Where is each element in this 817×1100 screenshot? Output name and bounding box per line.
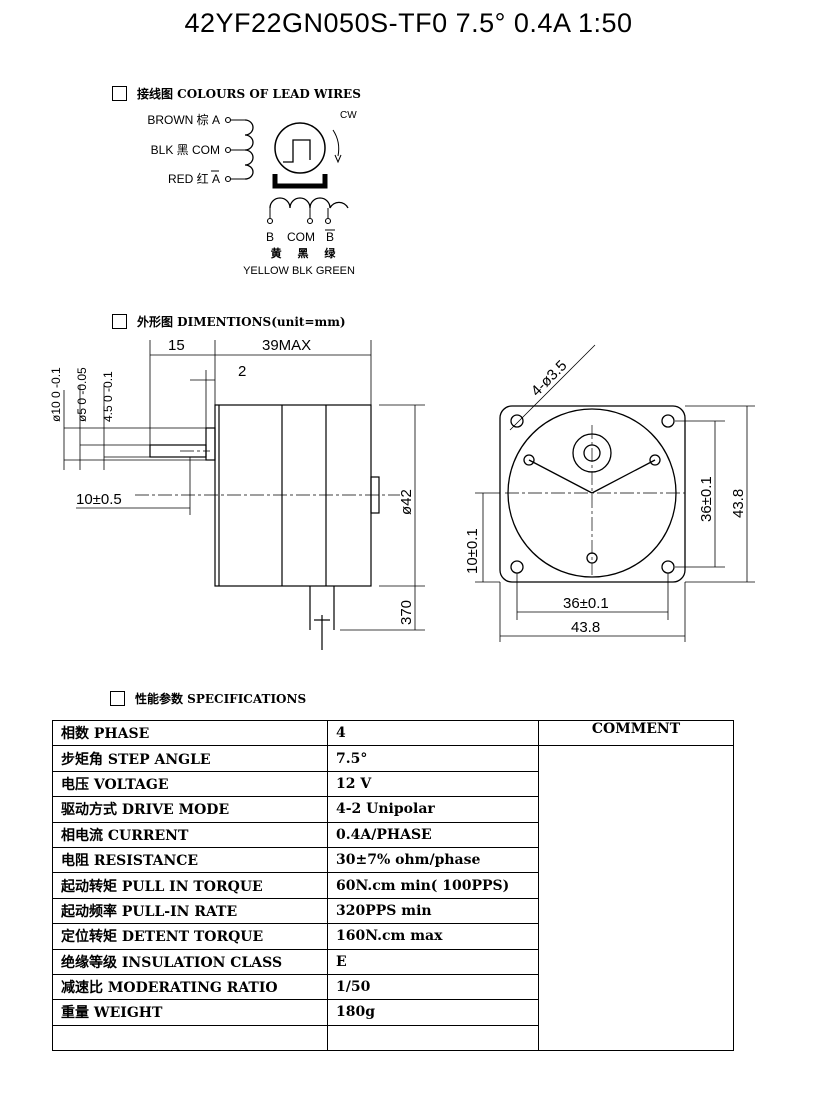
table-row: 起动频率 PULL-IN RATE 320PPS min [52, 897, 734, 925]
comment-cell [538, 745, 734, 1052]
spec-name: 重量 WEIGHT [52, 999, 328, 1026]
spec-value: E [327, 948, 539, 975]
spec-value: 30±7% ohm/phase [327, 846, 539, 874]
dim-phi42: ø42 [398, 489, 415, 515]
spec-value: 160N.cm max [327, 923, 539, 950]
dim-370: 370 [398, 600, 415, 625]
spec-value: 4 [327, 719, 539, 747]
table-row: 定位转矩 DETENT TORQUE 160N.cm max [52, 923, 734, 950]
front-view-drawing: 4-ø3.5 36±0.1 43.8 10±0.1 36±0.1 43.8 [464, 344, 755, 642]
table-row: 电压 VOLTAGE 12 V [52, 770, 734, 798]
table-row: 驱动方式 DRIVE MODE 4-2 Unipolar [52, 796, 734, 823]
checkbox-icon [110, 691, 125, 706]
dim-holes: 4-ø3.5 [528, 357, 571, 400]
dim-43-8-vertical: 43.8 [730, 489, 747, 518]
page-title: 42YF22GN050S-TF0 7.5° 0.4A 1:50 [184, 8, 633, 38]
dim-43-8-horizontal: 43.8 [571, 619, 600, 636]
section-specs-heading: 性能参数 SPECIFICATIONS [110, 690, 306, 707]
spec-value [327, 1024, 539, 1052]
table-row: 减速比 MODERATING RATIO 1/50 [52, 973, 734, 1001]
spec-value: 60N.cm min( 100PPS) [327, 872, 539, 899]
specifications-table: 相数 PHASE 4 COMMENT 步矩角 STEP ANGLE 7.5° 电… [52, 719, 734, 1052]
dim-phi10: ø10 0 -0.1 [49, 367, 63, 422]
table-row: 相电流 CURRENT 0.4A/PHASE [52, 821, 734, 848]
wiring-diagram: BROWN 棕 A BLK 黑 COM RED 红 A CW B COM B 黄… [147, 110, 357, 277]
spec-name: 相电流 CURRENT [52, 821, 328, 848]
dim-10-05: 10±0.5 [76, 491, 122, 508]
checkbox-icon [112, 86, 127, 101]
spec-name: 电压 VOLTAGE [52, 770, 328, 798]
wire-colors-en: YELLOW BLK GREEN [243, 265, 355, 277]
spec-name: 步矩角 STEP ANGLE [52, 745, 328, 772]
dim-36-horizontal: 36±0.1 [563, 595, 609, 612]
dim-4-5: 4.5 0 -0.1 [101, 371, 115, 422]
dim-phi5: ø5 0 -0.05 [75, 367, 89, 422]
wire-b-label: B [266, 230, 274, 244]
spec-value: 7.5° [327, 745, 539, 772]
wire-red-label: RED 红 A [168, 171, 220, 186]
spec-value: 320PPS min [327, 897, 539, 925]
dim-10-01: 10±0.1 [464, 528, 481, 574]
spec-name: 绝缘等级 INSULATION CLASS [52, 948, 328, 975]
section-wires-heading: 接线图 COLOURS OF LEAD WIRES [112, 85, 361, 102]
wire-blk-label: BLK 黑 COM [151, 143, 220, 157]
spec-value: 1/50 [327, 973, 539, 1001]
dim-36-vertical: 36±0.1 [698, 476, 715, 522]
spec-value: 180g [327, 999, 539, 1026]
table-row [52, 1024, 734, 1052]
table-row: 电阻 RESISTANCE 30±7% ohm/phase [52, 846, 734, 874]
cw-label: CW [340, 110, 357, 121]
rotor-symbol [274, 122, 326, 174]
spec-name [52, 1024, 328, 1052]
spec-name: 相数 PHASE [52, 719, 328, 747]
side-view-drawing: 15 39MAX 2 10±0.5 ø42 370 ø10 0 -0.1 ø5 … [49, 337, 425, 650]
spec-name: 起动转矩 PULL IN TORQUE [52, 872, 328, 899]
spec-value: 4-2 Unipolar [327, 796, 539, 823]
comment-header: COMMENT [538, 719, 734, 747]
table-row: 步矩角 STEP ANGLE 7.5° [52, 745, 734, 1052]
wire-com-label: COM [287, 230, 315, 244]
table-row: 相数 PHASE 4 COMMENT [52, 719, 734, 747]
spec-name: 起动频率 PULL-IN RATE [52, 897, 328, 925]
checkbox-icon [112, 314, 127, 329]
spec-value: 0.4A/PHASE [327, 821, 539, 848]
dim-15: 15 [168, 337, 185, 354]
section-dims-heading: 外形图 DIMENTIONS(unit=mm) [112, 313, 346, 330]
dim-2: 2 [238, 363, 246, 380]
wire-brown-label: BROWN 棕 A [147, 112, 220, 127]
spec-name: 定位转矩 DETENT TORQUE [52, 923, 328, 950]
spec-name: 驱动方式 DRIVE MODE [52, 796, 328, 823]
table-row: 绝缘等级 INSULATION CLASS E [52, 948, 734, 975]
spec-name: 电阻 RESISTANCE [52, 846, 328, 874]
wire-colors-cn: 黄 黑 绿 [271, 246, 337, 260]
wire-bbar-label: B [326, 230, 334, 244]
spec-name: 减速比 MODERATING RATIO [52, 973, 328, 1001]
dim-39max: 39MAX [262, 337, 311, 354]
spec-value: 12 V [327, 770, 539, 798]
